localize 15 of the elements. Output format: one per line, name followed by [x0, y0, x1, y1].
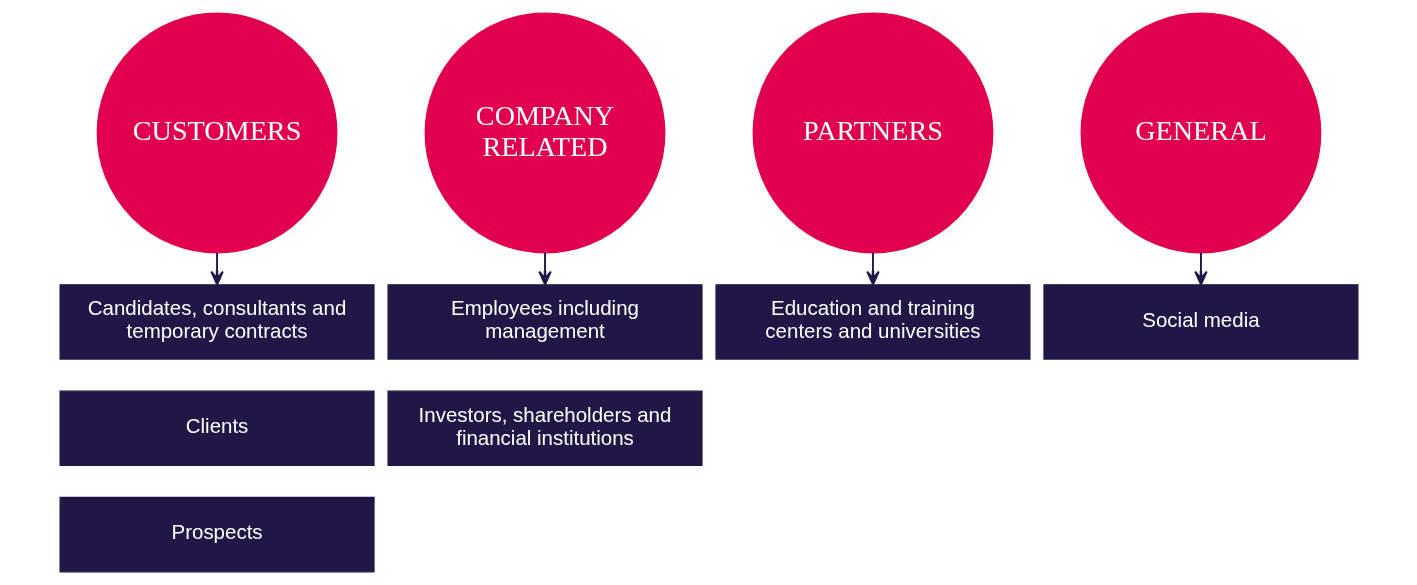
arrow: [1193, 251, 1208, 286]
node-circle: PARTNERS: [752, 12, 993, 254]
arrow: [865, 251, 880, 286]
node-box: Candidates, consultants and temporary contracts: [59, 284, 375, 360]
node-box: Prospects: [59, 496, 375, 573]
arrow: [537, 251, 552, 286]
node-circle: COMPANY RELATED: [424, 12, 665, 254]
node-box: Social media: [1042, 284, 1359, 360]
node-box: Investors, shareholders and financial institutions: [386, 390, 703, 467]
node-circle: CUSTOMERS: [96, 12, 337, 254]
node-box: Employees including management: [386, 284, 703, 360]
node-circle: GENERAL: [1080, 12, 1321, 254]
arrow: [209, 251, 224, 286]
node-box: Clients: [59, 390, 375, 467]
node-box: Education and training centers and universities: [714, 284, 1031, 360]
